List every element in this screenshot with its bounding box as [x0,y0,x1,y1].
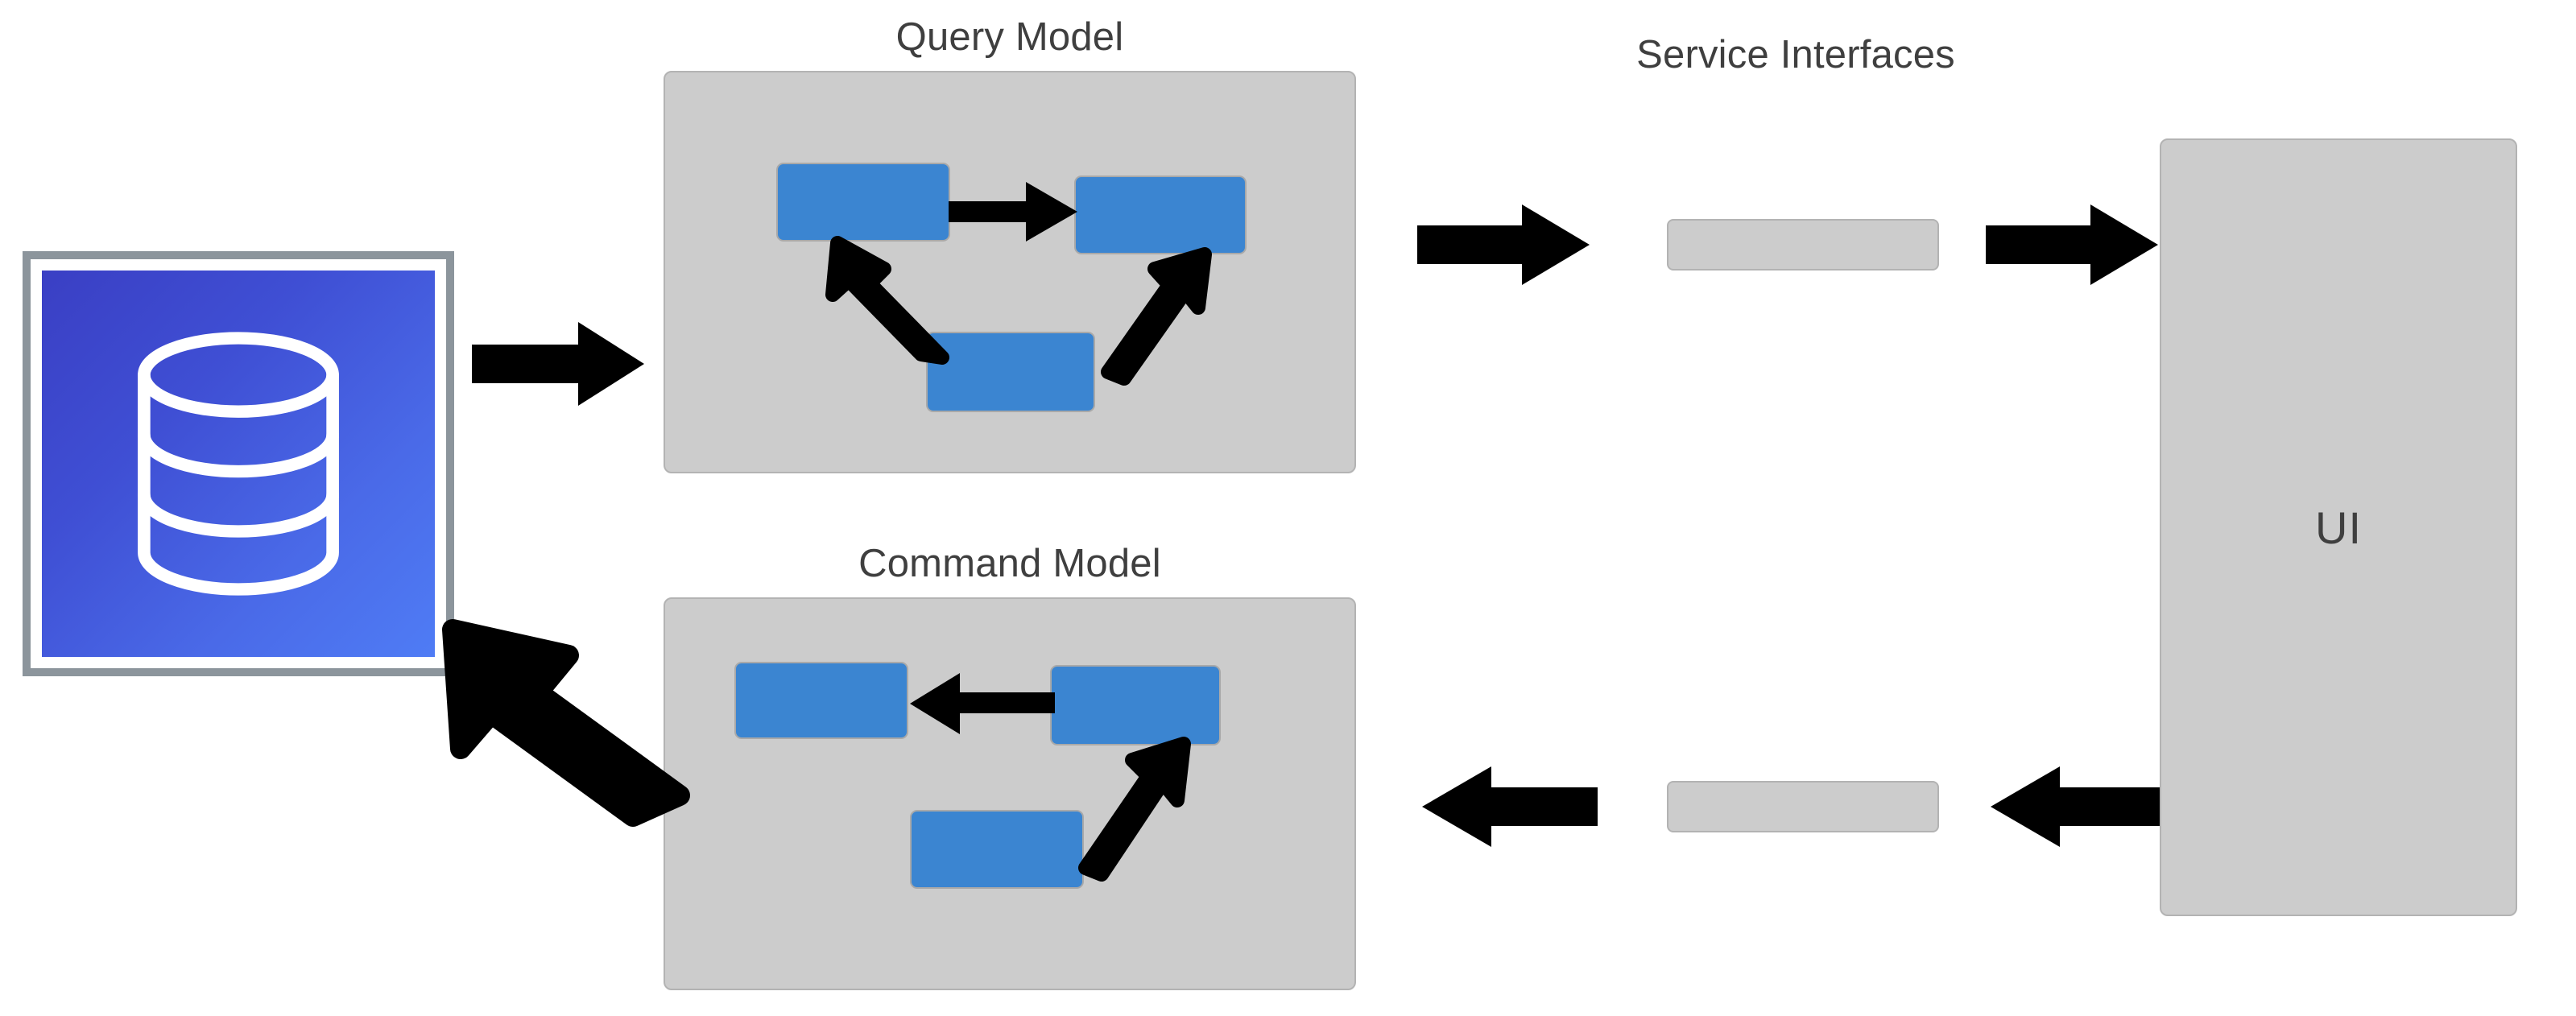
service-interface-pill-command[interactable] [1667,781,1939,832]
arrow-database-to-query-model [472,316,649,412]
command-component-top-right[interactable] [1050,665,1221,745]
arrow-ui-to-service-interface [1986,762,2166,852]
service-interfaces-title: Service Interfaces [1636,33,1955,76]
command-model-panel[interactable] [664,597,1356,990]
arrow-service-interface-to-ui [1986,200,2163,290]
arrow-command-tr-to-tl [907,665,1055,742]
query-model-title: Query Model [895,15,1124,59]
arrow-query-bottom-to-top-left [823,236,949,366]
query-model-panel[interactable] [664,71,1356,473]
query-component-top-left[interactable] [776,163,950,242]
database-cylinder-icon [138,332,339,596]
arrow-query-bottom-to-top-right [1101,243,1218,386]
arrow-service-interface-to-command-model [1417,762,1598,852]
command-component-bottom[interactable] [910,810,1084,889]
arrow-command-model-to-database [441,605,690,827]
query-component-top-right[interactable] [1074,176,1247,254]
command-component-top-left[interactable] [734,662,908,739]
database-node[interactable] [23,251,454,676]
ui-panel[interactable]: UI [2160,138,2517,916]
arrow-query-model-to-service-interface [1417,200,1594,290]
query-component-bottom[interactable] [926,332,1095,412]
command-model-title: Command Model [858,542,1161,585]
arrow-command-bottom-to-top-right [1078,734,1195,882]
ui-panel-label: UI [2315,502,2362,553]
arrow-query-component-tl-to-tr [949,174,1081,250]
service-interface-pill-query[interactable] [1667,219,1939,271]
database-icon-background [42,271,435,657]
